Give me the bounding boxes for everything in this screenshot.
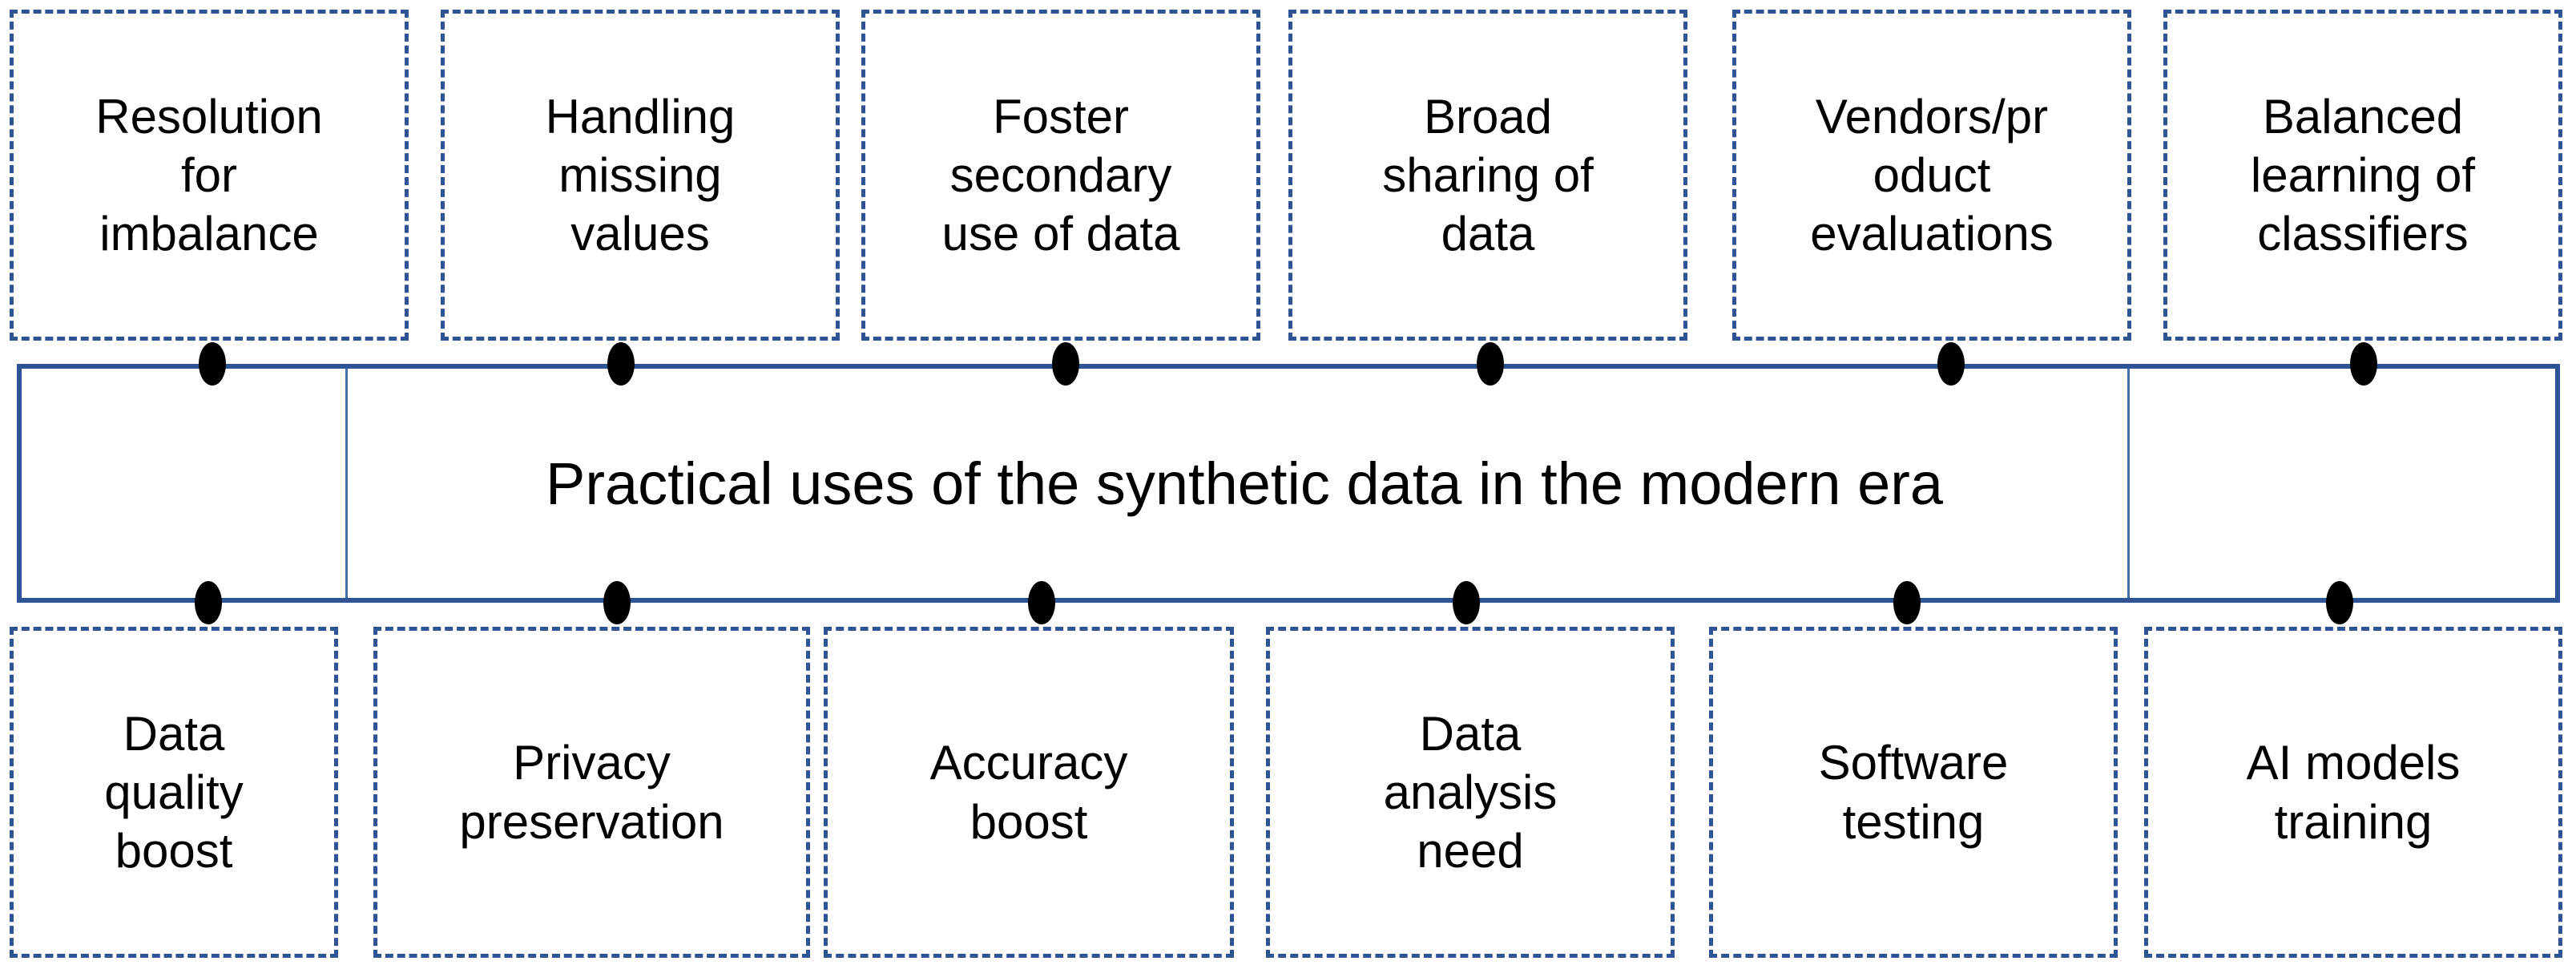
top-concept-label-5: Vendors/pr oduct evaluations — [1810, 89, 2054, 261]
bottom-concept-box-3[interactable]: Accuracy boost — [824, 627, 1234, 958]
top-connector-dot-4 — [1477, 342, 1504, 386]
top-concept-box-1[interactable]: Resolution for imbalance — [10, 10, 409, 341]
bottom-concept-box-2[interactable]: Privacy preservation — [373, 627, 810, 958]
bottom-concept-box-5[interactable]: Software testing — [1709, 627, 2118, 958]
bottom-connector-dot-1 — [195, 581, 222, 624]
bottom-concept-box-1[interactable]: Data quality boost — [10, 627, 338, 958]
bottom-concept-label-1: Data quality boost — [104, 706, 244, 878]
bottom-concept-label-6: AI models training — [2246, 736, 2461, 849]
top-connector-dot-3 — [1052, 342, 1079, 386]
top-connector-dot-1 — [199, 342, 226, 386]
bottom-connector-dot-6 — [2326, 581, 2353, 624]
central-bar-title: Practical uses of the synthetic data in … — [545, 450, 1944, 517]
bar-divider-left — [345, 369, 348, 598]
bottom-connector-dot-3 — [1028, 581, 1055, 624]
central-hub-bar: Practical uses of the synthetic data in … — [17, 364, 2560, 603]
top-concept-box-6[interactable]: Balanced learning of classifiers — [2163, 10, 2562, 341]
bottom-concept-box-4[interactable]: Data analysis need — [1266, 627, 1675, 958]
top-concept-label-6: Balanced learning of classifiers — [2250, 89, 2476, 261]
bottom-concept-label-5: Software testing — [1818, 736, 2009, 849]
top-connector-dot-6 — [2350, 342, 2377, 386]
top-connector-dot-2 — [607, 342, 635, 386]
top-concept-box-3[interactable]: Foster secondary use of data — [861, 10, 1260, 341]
bottom-concept-label-2: Privacy preservation — [459, 736, 724, 849]
top-concept-label-4: Broad sharing of data — [1382, 89, 1594, 261]
bottom-concept-label-3: Accuracy boost — [929, 736, 1128, 849]
bottom-connector-dot-2 — [603, 581, 631, 624]
top-concept-label-1: Resolution for imbalance — [95, 89, 323, 261]
top-concept-label-3: Foster secondary use of data — [941, 89, 1180, 261]
bar-divider-right — [2127, 369, 2130, 598]
top-concept-box-4[interactable]: Broad sharing of data — [1288, 10, 1687, 341]
top-connector-dot-5 — [1937, 342, 1965, 386]
top-concept-box-5[interactable]: Vendors/pr oduct evaluations — [1732, 10, 2131, 341]
top-concept-box-2[interactable]: Handling missing values — [441, 10, 840, 341]
bottom-connector-dot-5 — [1893, 581, 1921, 624]
top-concept-label-2: Handling missing values — [545, 89, 736, 261]
bottom-concept-label-4: Data analysis need — [1383, 706, 1558, 878]
bottom-concept-box-6[interactable]: AI models training — [2144, 627, 2562, 958]
bottom-connector-dot-4 — [1453, 581, 1480, 624]
